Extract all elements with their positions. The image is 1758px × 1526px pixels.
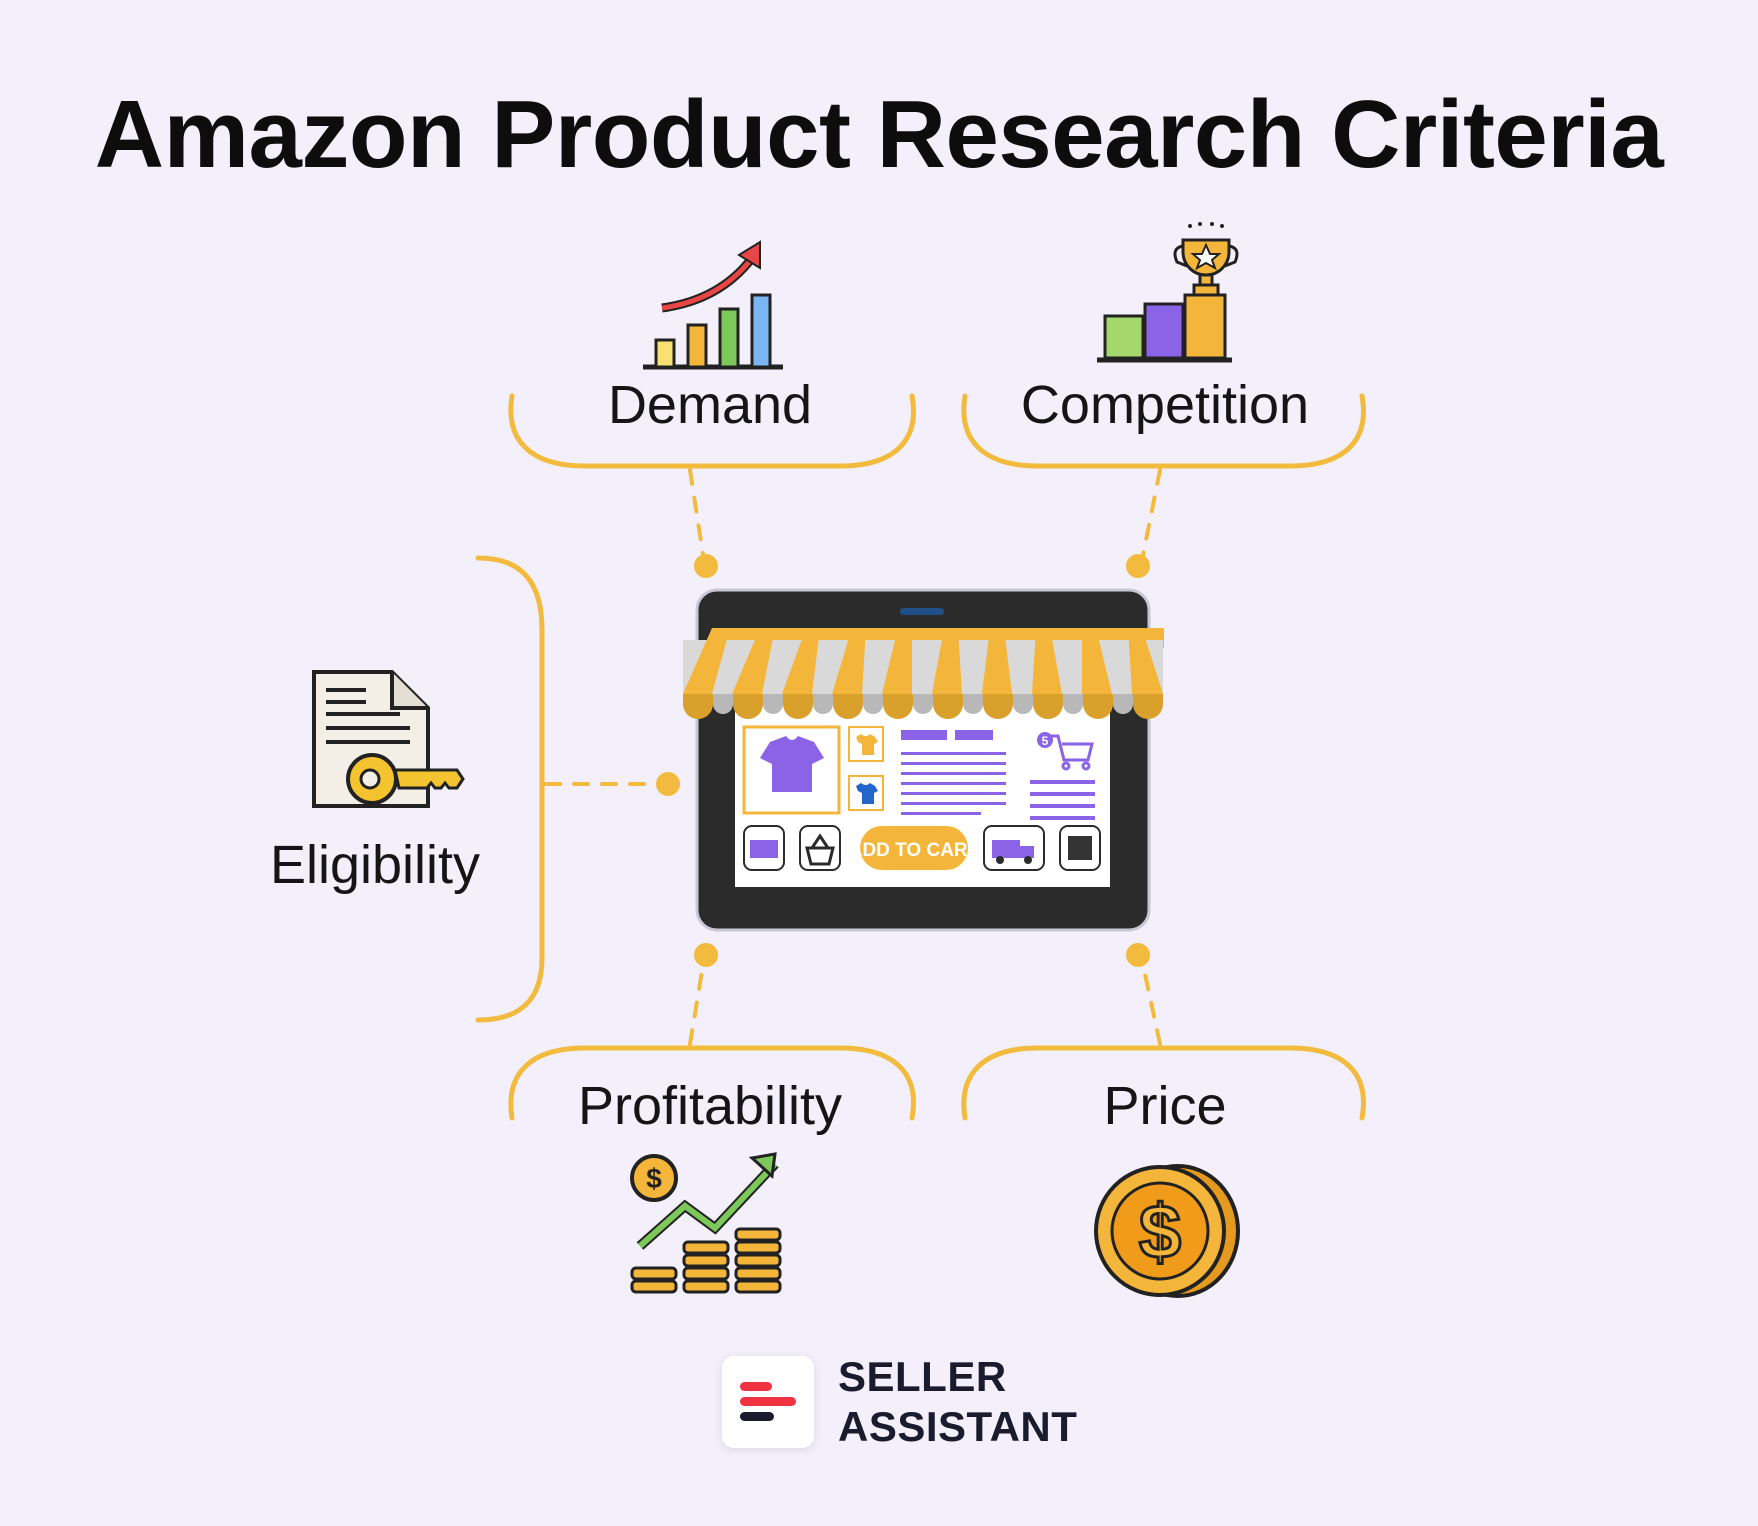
growth-bar-chart-icon bbox=[643, 240, 783, 370]
brand-name: SELLER ASSISTANT bbox=[838, 1352, 1077, 1452]
connectors bbox=[475, 393, 1366, 1121]
demand-link bbox=[688, 468, 705, 557]
dot-demand bbox=[694, 554, 718, 578]
competition-link bbox=[1141, 468, 1162, 557]
basket-icon bbox=[805, 833, 835, 866]
label-price: Price bbox=[1103, 1076, 1227, 1136]
delivery-truck-icon bbox=[992, 840, 1020, 858]
online-store-tablet-icon: 5 ADD TO CART bbox=[683, 588, 1164, 932]
dot-profitability bbox=[694, 943, 718, 967]
coins-rising-chart-icon: $ bbox=[630, 1152, 782, 1294]
trophy-podium-icon bbox=[1097, 222, 1239, 363]
credit-card-icon bbox=[750, 840, 778, 858]
dot-price bbox=[1126, 943, 1150, 967]
label-competition: Competition bbox=[1020, 375, 1310, 435]
package-box-icon bbox=[1068, 836, 1092, 860]
cart-badge: 5 bbox=[1042, 734, 1049, 748]
label-demand: Demand bbox=[607, 375, 813, 435]
brand-line-2: ASSISTANT bbox=[838, 1403, 1078, 1450]
svg-text:$: $ bbox=[1139, 1190, 1181, 1275]
label-eligibility: Eligibility bbox=[269, 835, 481, 895]
seller-assistant-logo-icon bbox=[722, 1356, 814, 1448]
label-profitability: Profitability bbox=[577, 1076, 843, 1136]
add-to-cart-button bbox=[860, 826, 968, 870]
price-bracket bbox=[961, 1045, 1366, 1121]
profitability-bracket bbox=[508, 1045, 916, 1121]
price-link bbox=[1141, 963, 1162, 1046]
dot-competition bbox=[1126, 554, 1150, 578]
competition-bracket bbox=[961, 393, 1366, 469]
svg-text:$: $ bbox=[646, 1163, 662, 1194]
tshirt-icon bbox=[760, 736, 824, 792]
document-key-icon bbox=[312, 670, 465, 808]
eligibility-bracket bbox=[475, 555, 545, 1023]
dollar-coin-icon: $ bbox=[1094, 1164, 1240, 1298]
profitability-link bbox=[688, 963, 705, 1046]
awning bbox=[683, 628, 1163, 719]
connector-dots bbox=[656, 554, 1150, 967]
demand-bracket bbox=[508, 393, 916, 469]
brand-line-1: SELLER bbox=[838, 1353, 1007, 1400]
cart-icon bbox=[1050, 734, 1094, 771]
dot-eligibility bbox=[656, 772, 680, 796]
page-title: Amazon Product Research Criteria bbox=[94, 81, 1664, 188]
add-to-cart-label: ADD TO CART bbox=[849, 840, 980, 861]
